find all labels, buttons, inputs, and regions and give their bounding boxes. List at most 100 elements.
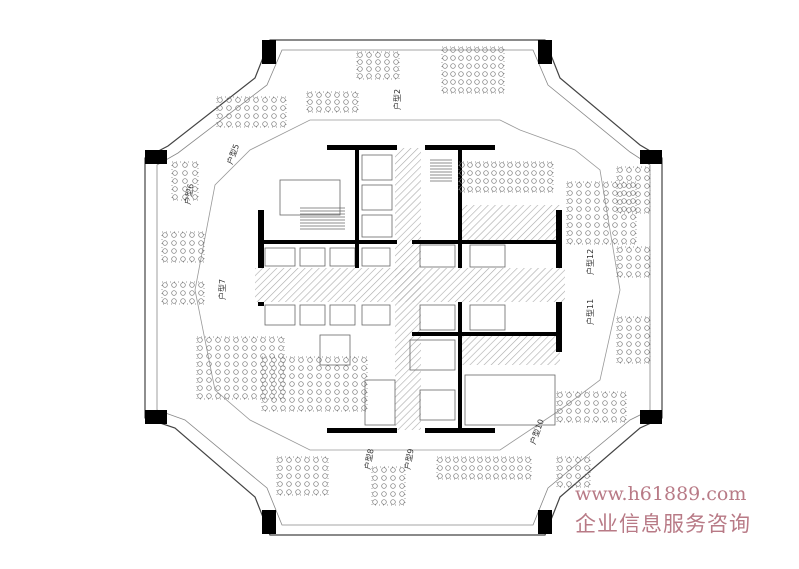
chair (458, 55, 464, 61)
chair (585, 206, 591, 212)
chair (343, 397, 349, 403)
chair (437, 465, 443, 471)
chair (189, 282, 195, 288)
chair (630, 198, 636, 204)
chair (626, 263, 632, 269)
chair (603, 190, 609, 196)
chair (206, 369, 212, 375)
chair (594, 206, 600, 212)
chair (575, 400, 581, 406)
chair (271, 397, 277, 403)
chair (584, 465, 590, 471)
chair (626, 183, 632, 189)
chair (171, 240, 177, 246)
chair (313, 481, 319, 487)
chair (334, 381, 340, 387)
chair (180, 298, 186, 304)
room (361, 154, 393, 181)
chair (180, 282, 186, 288)
chair (217, 97, 223, 103)
chair (467, 170, 473, 176)
chair (343, 106, 349, 112)
chair (206, 377, 212, 383)
room (419, 244, 456, 268)
chair (617, 175, 623, 181)
chair (630, 214, 636, 220)
chair (626, 333, 632, 339)
chair (242, 385, 248, 391)
chair (584, 392, 590, 398)
chair (635, 333, 641, 339)
desk-area (161, 281, 205, 305)
chair (325, 381, 331, 387)
chair (576, 238, 582, 244)
chair (575, 473, 581, 479)
chair (525, 473, 531, 479)
chair (206, 337, 212, 343)
chair (262, 97, 268, 103)
chair (603, 198, 609, 204)
chair (617, 247, 623, 253)
chair (206, 353, 212, 359)
chair (322, 481, 328, 487)
chair (298, 357, 304, 363)
chair (630, 222, 636, 228)
chair (523, 178, 529, 184)
chair (566, 481, 572, 487)
chair (307, 381, 313, 387)
chair (304, 457, 310, 463)
chair (343, 373, 349, 379)
chair (280, 113, 286, 119)
chair (233, 353, 239, 359)
room (299, 304, 326, 326)
chair (271, 357, 277, 363)
chair (280, 389, 286, 395)
chair (366, 52, 372, 58)
room (464, 374, 556, 426)
chair (498, 55, 504, 61)
chair (458, 79, 464, 85)
chair (525, 465, 531, 471)
chair (316, 106, 322, 112)
chair (483, 162, 489, 168)
chair (244, 97, 250, 103)
chair (295, 465, 301, 471)
chair (575, 392, 581, 398)
chair (611, 408, 617, 414)
watermark-url: www.h61889.com (575, 483, 747, 505)
chair (352, 365, 358, 371)
chair (617, 271, 623, 277)
chair (352, 373, 358, 379)
chair (635, 271, 641, 277)
chair (635, 325, 641, 331)
chair (575, 416, 581, 422)
chair (313, 473, 319, 479)
chair (197, 377, 203, 383)
chair (475, 170, 481, 176)
chair (162, 240, 168, 246)
chair (271, 121, 277, 127)
chair (630, 190, 636, 196)
chair (617, 341, 623, 347)
chair (626, 199, 632, 205)
chair (334, 389, 340, 395)
chair (381, 475, 387, 481)
chair (361, 381, 367, 387)
chair (206, 361, 212, 367)
chair (325, 99, 331, 105)
chair (557, 408, 563, 414)
chair (630, 206, 636, 212)
chair (635, 263, 641, 269)
chair (644, 349, 650, 355)
chair (307, 373, 313, 379)
chair (523, 186, 529, 192)
chair (517, 473, 523, 479)
chair (224, 369, 230, 375)
chair (215, 377, 221, 383)
chair (322, 465, 328, 471)
chair (498, 87, 504, 93)
chair (260, 337, 266, 343)
chair (620, 416, 626, 422)
chair (493, 473, 499, 479)
desk-area (261, 356, 368, 412)
